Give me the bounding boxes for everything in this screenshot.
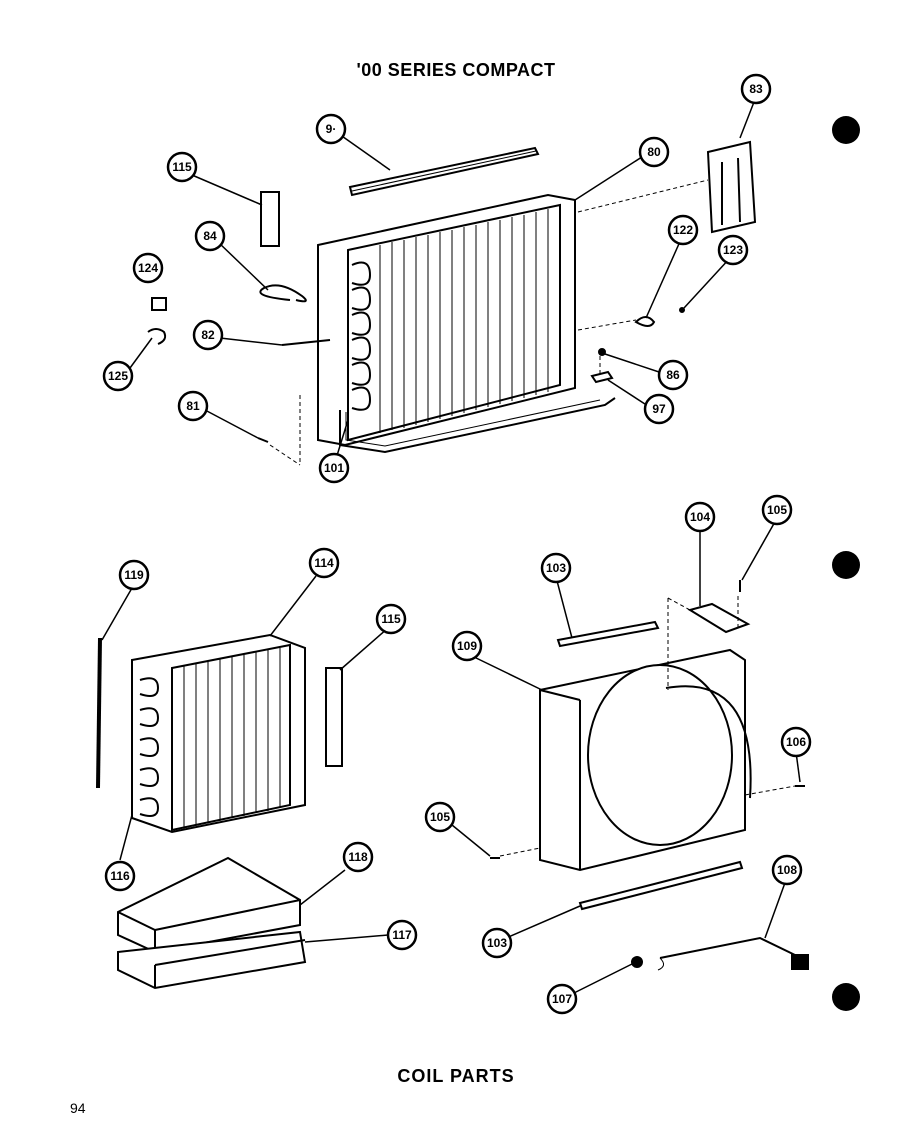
callout-122-label: 122 bbox=[673, 223, 693, 237]
callout-105-low bbox=[424, 801, 456, 833]
angle-strip bbox=[556, 620, 660, 648]
screw-86 bbox=[598, 348, 606, 356]
callout-83-label: 83 bbox=[749, 82, 763, 96]
callout-117-label: 117 bbox=[392, 928, 412, 942]
callout-90 bbox=[315, 113, 347, 145]
base-pan bbox=[117, 930, 307, 990]
callout-84 bbox=[194, 220, 226, 252]
callout-101-label: 101 bbox=[324, 461, 344, 475]
nut bbox=[151, 297, 167, 311]
callout-108 bbox=[771, 854, 803, 886]
callout-115-mid-label: 115 bbox=[381, 612, 401, 626]
callout-115-top-label: 115 bbox=[172, 160, 192, 174]
callout-105-top bbox=[761, 494, 793, 526]
callout-114 bbox=[308, 547, 340, 579]
callout-118-label: 118 bbox=[348, 850, 368, 864]
callout-104 bbox=[684, 501, 716, 533]
clip bbox=[147, 328, 167, 345]
page-title: '00 SERIES COMPACT bbox=[356, 60, 556, 80]
callout-117 bbox=[386, 919, 418, 951]
callout-106-label: 106 bbox=[786, 735, 806, 749]
gasket-rod bbox=[96, 637, 102, 789]
callout-109 bbox=[451, 630, 483, 662]
callout-101 bbox=[318, 452, 350, 484]
angle-strip-2 bbox=[578, 860, 744, 911]
callout-104-label: 104 bbox=[690, 510, 710, 524]
top-cover-strip bbox=[348, 146, 540, 197]
callout-81 bbox=[177, 390, 209, 422]
callout-125 bbox=[102, 360, 134, 392]
callout-103-top-label: 103 bbox=[546, 561, 566, 575]
callout-105-top-label: 105 bbox=[767, 503, 787, 517]
power-cord bbox=[657, 936, 809, 971]
callout-105-low-label: 105 bbox=[430, 810, 450, 824]
callout-84-label: 84 bbox=[203, 229, 217, 243]
foam-insulation bbox=[117, 856, 301, 954]
callout-108-label: 108 bbox=[777, 863, 797, 877]
binder-hole-bottom bbox=[832, 983, 860, 1011]
callout-115-top bbox=[166, 151, 198, 183]
callout-116-label: 116 bbox=[110, 869, 130, 883]
callout-80-label: 80 bbox=[647, 145, 661, 159]
callout-119 bbox=[118, 559, 150, 591]
callout-86-label: 86 bbox=[666, 368, 680, 382]
callout-123 bbox=[717, 234, 749, 266]
evaporator-coil bbox=[131, 633, 306, 834]
section-title: COIL PARTS bbox=[397, 1066, 515, 1086]
screw-81 bbox=[257, 437, 269, 443]
callout-81-label: 81 bbox=[186, 399, 200, 413]
callout-124 bbox=[132, 252, 164, 284]
side-bracket bbox=[706, 140, 757, 234]
binder-hole-top bbox=[832, 116, 860, 144]
grommet bbox=[631, 956, 643, 968]
bracket-122 bbox=[634, 316, 656, 327]
callout-107-label: 107 bbox=[552, 992, 572, 1006]
fan-shroud bbox=[539, 648, 752, 872]
callout-97-label: 97 bbox=[652, 402, 666, 416]
callout-119-label: 119 bbox=[124, 568, 144, 582]
callout-103-low-label: 103 bbox=[487, 936, 507, 950]
callout-106 bbox=[780, 726, 812, 758]
callout-116 bbox=[104, 860, 136, 892]
callout-86 bbox=[657, 359, 689, 391]
callout-124-label: 124 bbox=[138, 261, 158, 275]
callout-80 bbox=[638, 136, 670, 168]
gasket-strip bbox=[260, 191, 280, 247]
callout-123-label: 123 bbox=[723, 243, 743, 257]
clip-97 bbox=[590, 370, 614, 384]
callout-125-label: 125 bbox=[108, 369, 128, 383]
screw-123 bbox=[679, 307, 685, 313]
callout-103-low bbox=[481, 927, 513, 959]
callout-83 bbox=[740, 73, 772, 105]
callout-109-label: 109 bbox=[457, 639, 477, 653]
capillary-tube bbox=[259, 284, 307, 303]
callout-82 bbox=[192, 319, 224, 351]
shroud-bracket bbox=[687, 602, 751, 634]
callout-103-top bbox=[540, 552, 572, 584]
callout-97 bbox=[643, 393, 675, 425]
tube-rod bbox=[281, 339, 331, 346]
callout-90-label: 9· bbox=[326, 122, 337, 136]
callout-115-mid bbox=[375, 603, 407, 635]
callout-82-label: 82 bbox=[201, 328, 215, 342]
callout-107 bbox=[546, 983, 578, 1015]
page-number: 94 bbox=[70, 1100, 86, 1116]
callout-118 bbox=[342, 841, 374, 873]
gasket-strip-2 bbox=[325, 667, 343, 767]
callout-114-label: 114 bbox=[314, 556, 334, 570]
condenser-coil bbox=[317, 193, 616, 454]
binder-hole-middle bbox=[832, 551, 860, 579]
callout-122 bbox=[667, 214, 699, 246]
